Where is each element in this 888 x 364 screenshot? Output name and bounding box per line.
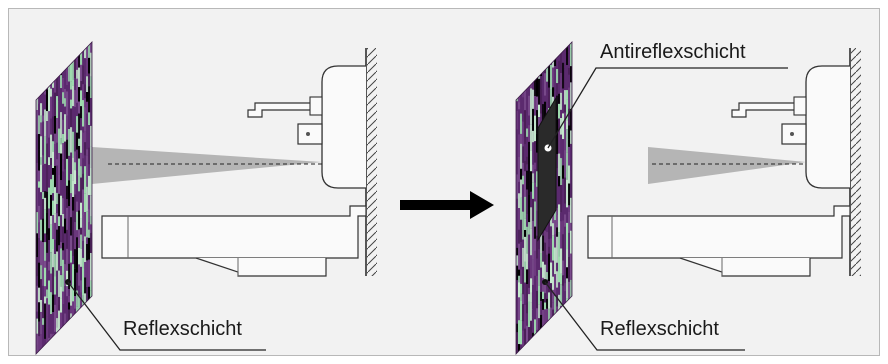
left-panel — [35, 41, 377, 355]
sink-right — [587, 205, 851, 277]
leader-line-left — [65, 279, 266, 351]
sensor-unit-right — [805, 65, 850, 189]
reflection-layer-left — [35, 41, 93, 355]
label-antireflection-layer: Antireflexschicht — [600, 41, 746, 63]
wall-left — [365, 48, 377, 276]
faucet-right — [731, 96, 807, 145]
antireflection-layer — [537, 96, 557, 242]
sensor-unit-left — [321, 65, 366, 189]
label-reflection-layer-left: Reflexschicht — [123, 318, 242, 340]
leader-line-right — [542, 279, 745, 351]
right-panel — [515, 41, 861, 355]
sensor-beam-left — [92, 147, 322, 184]
leader-line-antireflection — [544, 67, 788, 152]
right-arrow-icon — [400, 191, 494, 219]
label-reflection-layer-right: Reflexschicht — [600, 318, 719, 340]
figure-frame — [8, 8, 880, 356]
sensor-beam-right — [648, 147, 806, 184]
faucet-left — [247, 96, 323, 145]
sink-left — [101, 205, 367, 277]
wall-right — [849, 48, 861, 276]
